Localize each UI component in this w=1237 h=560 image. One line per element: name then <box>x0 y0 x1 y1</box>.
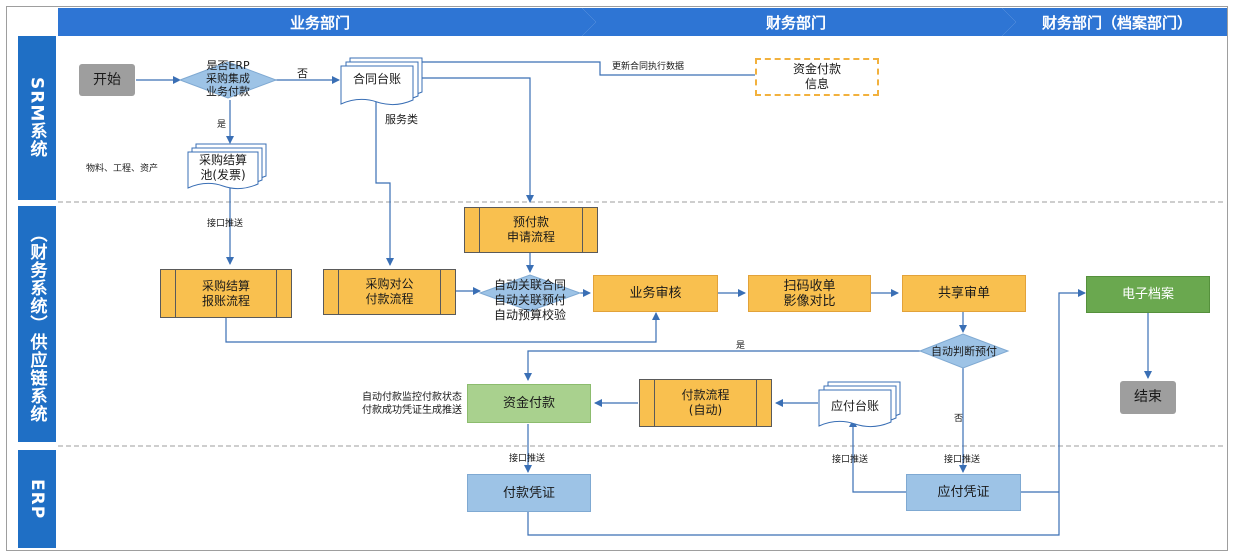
label-service: 服务类 <box>385 113 418 126</box>
auto-prepay-decision-label: 自动判断预付 <box>931 345 997 358</box>
header-finance-arrow <box>582 8 1016 36</box>
label-yes-2: 是 <box>736 341 746 351</box>
label-interface-push-4: 接口推送 <box>944 455 981 465</box>
label-no-1: 否 <box>297 67 308 80</box>
edge-reimburse-review <box>225 312 660 343</box>
payment-voucher-node: 付款凭证 <box>467 474 591 512</box>
edge-ledger-prepay <box>410 77 534 203</box>
label-interface-push-2: 接口推送 <box>509 454 546 464</box>
label-no-2: 否 <box>954 414 964 424</box>
header-finance: 财务部门 <box>765 13 826 32</box>
contract-ledger-label: 合同台账 <box>352 72 401 86</box>
erp-decision-label: 是否ERP 采购集成 业务付款 <box>206 59 250 98</box>
settlement-reimburse-node: 采购结算 报账流程 <box>160 269 292 318</box>
label-update-contract: 更新合同执行数据 <box>612 62 685 72</box>
fund-payment-info-node: 资金付款 信息 <box>755 58 879 96</box>
label-interface-push-1: 接口推送 <box>207 219 244 229</box>
phase-header-bar <box>58 8 1227 36</box>
lane-srm: SRM系统 <box>18 36 56 200</box>
settlement-pool-label: 采购结算 池(发票) <box>198 153 247 182</box>
prepay-decision-diamond <box>918 333 1010 369</box>
payable-ledger-shape <box>818 381 901 428</box>
edge-voucher-archive <box>527 289 1086 536</box>
start-node: 开始 <box>79 64 135 96</box>
shared-review-node: 共享审单 <box>902 275 1026 312</box>
header-business-arrow <box>58 8 596 36</box>
label-interface-push-3: 接口推送 <box>832 455 869 465</box>
contract-ledger-shape <box>340 57 423 106</box>
scan-compare-node: 扫码收单 影像对比 <box>748 275 871 312</box>
header-business: 业务部门 <box>289 13 350 32</box>
label-auto-monitor: 自动付款监控付款状态 付款成功凭证生成推送 <box>362 392 462 416</box>
payment-process-auto-node: 付款流程 (自动) <box>639 379 772 427</box>
payable-voucher-node: 应付凭证 <box>906 474 1021 511</box>
e-archive-node: 电子档案 <box>1086 276 1210 313</box>
fund-pay-node: 资金付款 <box>467 384 591 423</box>
edge-fundinfo-ledger <box>414 58 755 76</box>
business-review-node: 业务审核 <box>593 275 718 312</box>
corporate-payment-node: 采购对公 付款流程 <box>323 269 456 315</box>
edge-voucher-ledger <box>849 419 906 493</box>
label-yes-1: 是 <box>217 120 227 130</box>
auto-check-label: 自动关联合同 自动关联预付 自动预算校验 <box>493 278 566 322</box>
end-node: 结束 <box>1120 381 1176 414</box>
autocheck-diamond <box>478 274 582 312</box>
edge-decision-fundpay <box>524 350 920 381</box>
header-archive-arrow <box>1002 8 1227 36</box>
lane-supply-chain: （财务系统）供应链系统 <box>18 206 56 442</box>
edge-ledger-corporate <box>375 96 394 266</box>
payable-ledger-label: 应付台账 <box>830 399 879 413</box>
header-finance-archive: 财务部门（档案部门） <box>1041 13 1192 32</box>
settlement-pool-shape <box>187 143 267 190</box>
erp-decision-diamond <box>178 61 278 99</box>
lane-erp: ERP <box>18 450 56 548</box>
diagram-frame <box>6 6 1228 551</box>
prepay-process-node: 预付款 申请流程 <box>464 207 598 253</box>
label-materials: 物料、工程、资产 <box>86 164 159 174</box>
